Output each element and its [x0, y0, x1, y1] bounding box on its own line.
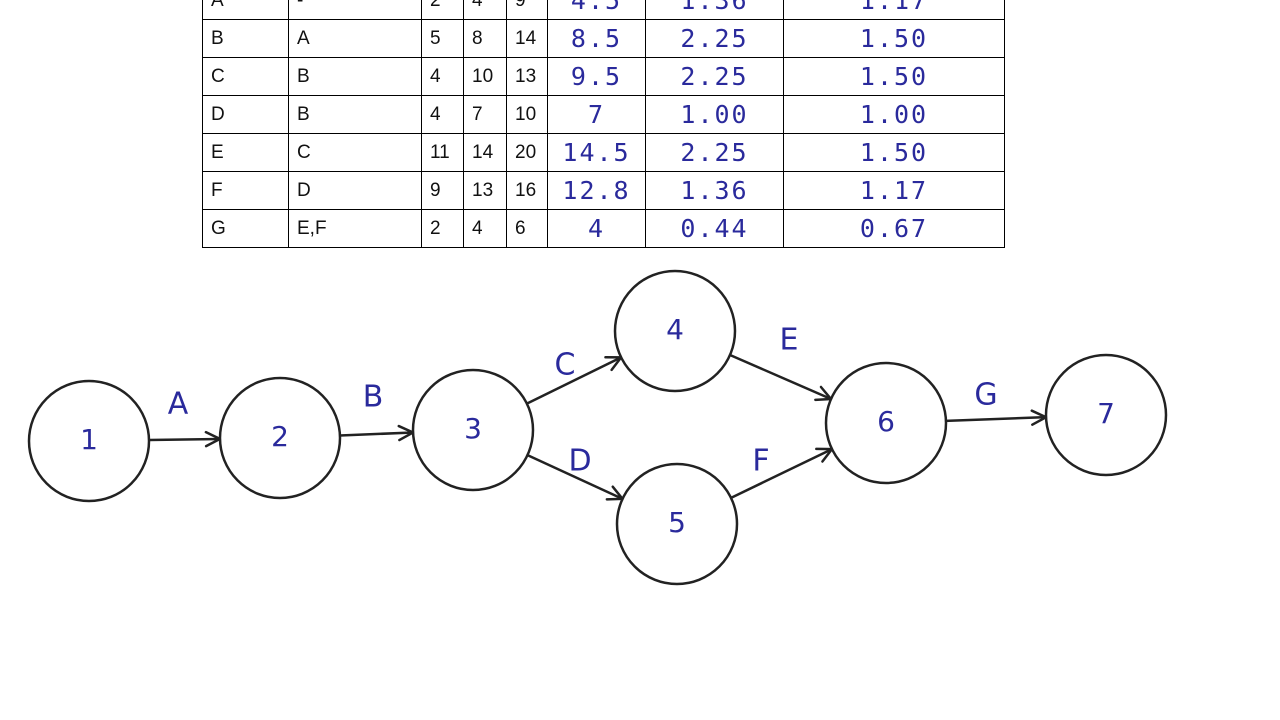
node-circle [27, 379, 151, 503]
cell-optimistic: 4 [421, 57, 464, 96]
edge-label-d: D [568, 444, 591, 479]
cell-activity: F [202, 171, 289, 210]
node-label-5: 5 [668, 506, 686, 539]
cell-expected-time: 7 [547, 95, 646, 134]
cell-predecessor: E,F [288, 209, 422, 248]
edge-label-g: G [974, 378, 997, 413]
cell-variance: 2.25 [645, 57, 784, 96]
cell-optimistic: 9 [421, 171, 464, 210]
cell-pessimistic: 14 [506, 19, 548, 58]
cell-most-likely: 13 [463, 171, 507, 210]
node-6: 6 [824, 361, 948, 485]
node-7: 7 [1044, 353, 1168, 477]
cell-std-dev: 0.67 [783, 209, 1005, 248]
cell-std-dev: 1.00 [783, 95, 1005, 134]
cell-predecessor: C [288, 133, 422, 172]
cell-predecessor: A [288, 19, 422, 58]
edge-f [730, 447, 835, 500]
edge-line [526, 453, 624, 501]
cell-variance: 0.44 [645, 209, 784, 248]
edge-line [729, 353, 832, 401]
edge-line [148, 437, 221, 442]
edge-line [339, 431, 414, 437]
cell-predecessor: D [288, 171, 422, 210]
cell-pessimistic: 6 [506, 209, 548, 248]
cell-variance: 1.00 [645, 95, 784, 134]
edge-label-b: B [363, 380, 384, 415]
edge-label-e: E [780, 323, 799, 358]
node-label-2: 2 [271, 420, 289, 453]
cell-std-dev: 1.17 [783, 171, 1005, 210]
cell-activity: G [202, 209, 289, 248]
cell-expected-time: 8.5 [547, 19, 646, 58]
node-4: 4 [613, 269, 737, 393]
node-3: 3 [411, 368, 535, 492]
node-label-6: 6 [877, 405, 895, 438]
cell-expected-time: 14.5 [547, 133, 646, 172]
edge-label-f: F [752, 444, 769, 479]
cell-variance: 1.36 [645, 171, 784, 210]
cell-expected-time: 4 [547, 209, 646, 248]
cell-expected-time: 9.5 [547, 57, 646, 96]
node-circle [1044, 353, 1168, 477]
node-circle [411, 368, 535, 492]
cell-activity: E [202, 133, 289, 172]
node-label-3: 3 [464, 412, 482, 445]
node-label-1: 1 [80, 423, 98, 456]
node-label-7: 7 [1097, 397, 1115, 430]
cell-optimistic: 11 [421, 133, 464, 172]
cell-pessimistic: 20 [506, 133, 548, 172]
cell-activity: C [202, 57, 289, 96]
node-5: 5 [615, 462, 739, 586]
cell-most-likely: 8 [463, 19, 507, 58]
node-2: 2 [218, 376, 342, 500]
cell-pessimistic: 10 [506, 95, 548, 134]
edge-label-a: A [168, 387, 189, 422]
cell-variance: 1.36 [645, 0, 784, 20]
edge-a [148, 430, 223, 448]
edge-e [729, 353, 834, 402]
cell-std-dev: 1.50 [783, 19, 1005, 58]
edge-line [526, 356, 622, 405]
node-1: 1 [27, 379, 151, 503]
cell-std-dev: 1.50 [783, 57, 1005, 96]
node-circle [824, 361, 948, 485]
edge-line [945, 415, 1047, 423]
cell-most-likely: 7 [463, 95, 507, 134]
node-circle [615, 462, 739, 586]
node-circle [613, 269, 737, 393]
cell-std-dev: 1.50 [783, 133, 1005, 172]
cell-variance: 2.25 [645, 19, 784, 58]
edge-line [730, 447, 833, 500]
cell-activity: D [202, 95, 289, 134]
node-circle [218, 376, 342, 500]
edge-label-c: C [555, 348, 576, 383]
edge-b [339, 424, 416, 442]
node-label-4: 4 [666, 313, 684, 346]
cell-most-likely: 4 [463, 209, 507, 248]
cell-most-likely: 14 [463, 133, 507, 172]
edge-g [945, 409, 1049, 426]
